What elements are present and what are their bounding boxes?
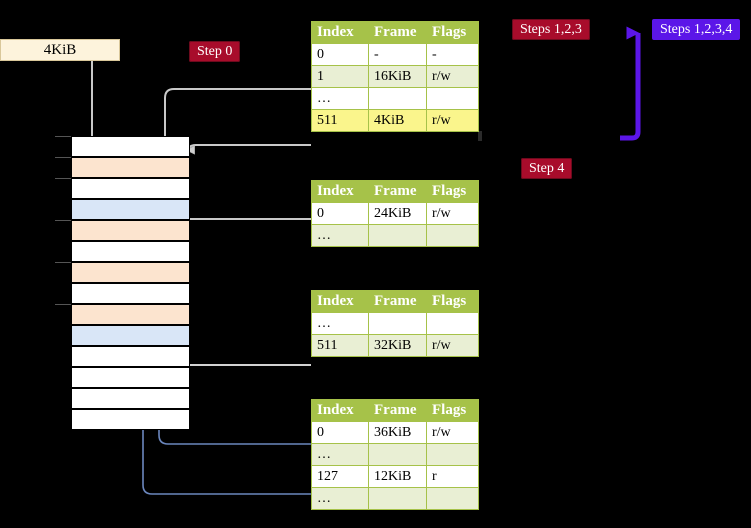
table-row: … <box>311 487 479 510</box>
cell-flags: r <box>426 465 479 488</box>
column-header-frame: Frame <box>368 290 427 313</box>
memory-frame-row <box>71 178 190 199</box>
cell-frame: - <box>368 43 427 66</box>
badge-step-0: Step 0 <box>189 41 241 62</box>
column-header-frame: Frame <box>368 180 427 203</box>
column-header-frame: Frame <box>368 399 427 422</box>
memory-frame-row <box>71 325 190 346</box>
cell-index: 0 <box>311 202 369 225</box>
table-row: … <box>311 312 479 335</box>
cell-index: … <box>311 312 369 335</box>
table-row: … <box>311 224 479 247</box>
memory-frame-row <box>71 241 190 262</box>
cell-index: … <box>311 487 369 510</box>
memory-frame-row <box>71 220 190 241</box>
cell-index: 1 <box>311 65 369 88</box>
memory-frame-row <box>71 283 190 304</box>
column-header-flags: Flags <box>426 21 479 44</box>
column-header-flags: Flags <box>426 399 479 422</box>
memory-frame-row <box>71 367 190 388</box>
memory-row-tick <box>55 178 71 179</box>
cell-flags <box>426 87 479 110</box>
connector-level2-row511 <box>181 322 311 366</box>
cell-index: 127 <box>311 465 369 488</box>
cell-flags: r/w <box>426 109 479 132</box>
cell-index: … <box>311 224 369 247</box>
cell-flags: r/w <box>426 334 479 357</box>
cell-index: 0 <box>311 421 369 444</box>
badge-steps-123: Steps 1,2,3 <box>512 19 590 40</box>
memory-frame-row <box>71 136 190 157</box>
row-end-markers <box>478 131 482 141</box>
cell-frame: 12KiB <box>368 465 427 488</box>
badge-steps-1234: Steps 1,2,3,4 <box>652 19 741 40</box>
cell-frame: 4KiB <box>368 109 427 132</box>
memory-row-tick <box>55 220 71 221</box>
column-header-index: Index <box>311 399 369 422</box>
cell-frame <box>368 87 427 110</box>
memory-frame-row <box>71 304 190 325</box>
memory-row-tick <box>55 262 71 263</box>
memory-frame-row <box>71 409 190 430</box>
memory-row-tick <box>55 157 71 158</box>
cell-frame <box>368 487 427 510</box>
memory-frame-row <box>71 388 190 409</box>
cell-flags <box>426 487 479 510</box>
cell-frame: 36KiB <box>368 421 427 444</box>
cell-flags: r/w <box>426 65 479 88</box>
cell-index: 511 <box>311 334 369 357</box>
badge-step-4: Step 4 <box>521 158 573 179</box>
connector-level1-row0 <box>175 218 311 258</box>
memory-frame-row <box>71 157 190 178</box>
cell-flags <box>426 224 479 247</box>
table-row: 0-- <box>311 43 479 66</box>
cell-index: 511 <box>311 109 369 132</box>
page-size-label: 4KiB <box>0 39 120 61</box>
column-header-frame: Frame <box>368 21 427 44</box>
cell-flags: - <box>426 43 479 66</box>
column-header-index: Index <box>311 180 369 203</box>
cell-index: 0 <box>311 43 369 66</box>
memory-frame-row <box>71 262 190 283</box>
cell-flags: r/w <box>426 421 479 444</box>
memory-column <box>55 136 190 430</box>
connector-level0-row511 <box>186 144 311 154</box>
column-header-index: Index <box>311 290 369 313</box>
cell-frame: 24KiB <box>368 202 427 225</box>
cell-frame: 32KiB <box>368 334 427 357</box>
column-header-flags: Flags <box>426 290 479 313</box>
cell-frame <box>368 443 427 466</box>
memory-row-tick <box>55 304 71 305</box>
table-row: … <box>311 87 479 110</box>
cell-flags <box>426 443 479 466</box>
cell-flags <box>426 312 479 335</box>
column-header-flags: Flags <box>426 180 479 203</box>
table-row: … <box>311 443 479 466</box>
memory-frame-row <box>71 199 190 220</box>
cell-frame <box>368 312 427 335</box>
cell-index: … <box>311 87 369 110</box>
memory-frame-row <box>71 346 190 367</box>
memory-row-tick <box>55 136 71 137</box>
cell-flags: r/w <box>426 202 479 225</box>
connector-steps-1234 <box>620 26 641 141</box>
cell-frame: 16KiB <box>368 65 427 88</box>
cell-index: … <box>311 443 369 466</box>
cell-frame <box>368 224 427 247</box>
column-header-index: Index <box>311 21 369 44</box>
